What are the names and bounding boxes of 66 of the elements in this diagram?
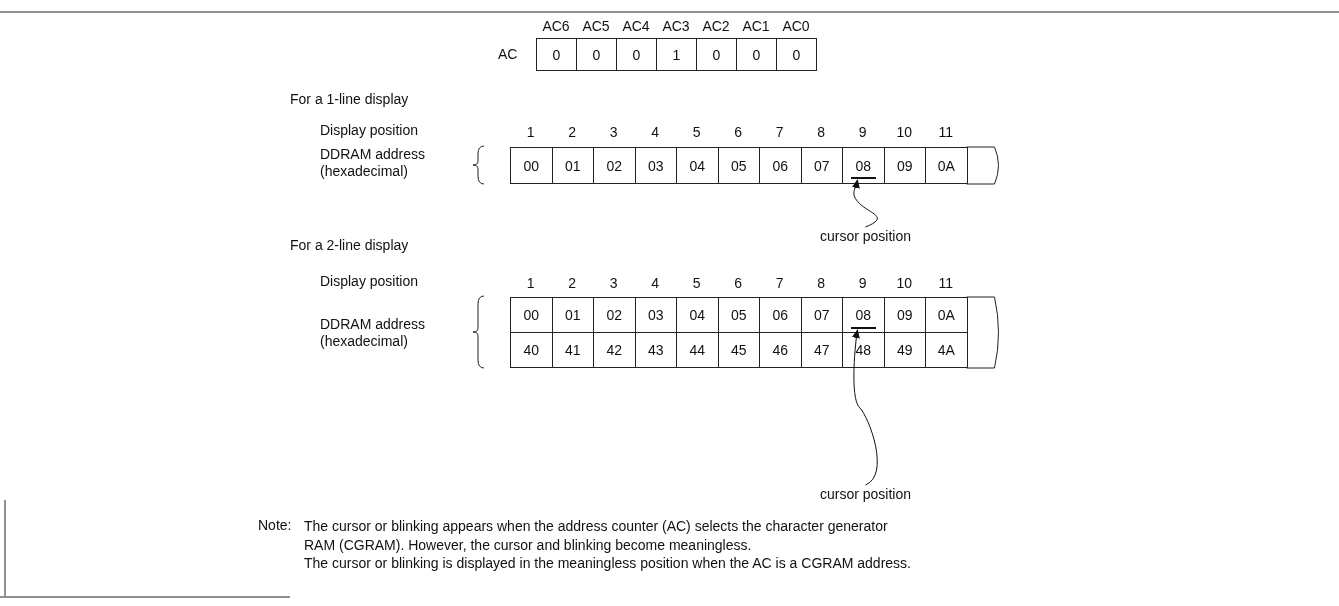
position-number: 2	[568, 275, 577, 292]
bit-value: 0	[696, 38, 737, 71]
bit-label: AC1	[742, 18, 770, 35]
bit-label: AC6	[542, 18, 570, 35]
position-number: 10	[896, 124, 913, 141]
address-cell: 09	[883, 147, 926, 184]
position-number: 6	[734, 275, 743, 292]
bit-value: 0	[736, 38, 777, 71]
row-label: Display position	[320, 122, 419, 139]
address-cell: 0A	[925, 147, 968, 184]
position-number: 11	[938, 275, 953, 292]
bit-value: 0	[616, 38, 657, 71]
bit-value: 0	[536, 38, 577, 71]
position-number: 11	[938, 124, 953, 141]
address-cell: 4A	[925, 332, 968, 368]
position-number: 8	[817, 275, 826, 292]
note-text: The cursor or blinking is displayed in the meaningless position when the AC is a CGRAM address.	[304, 555, 911, 572]
address-cell: 06	[759, 147, 802, 184]
note-label: Note:	[258, 517, 292, 534]
position-number: 6	[734, 124, 743, 141]
leader-text: cursor position	[820, 486, 912, 503]
bit-value: 1	[656, 38, 697, 71]
position-number: 9	[858, 275, 867, 292]
position-number: 3	[609, 275, 618, 292]
position-number: 5	[692, 275, 701, 292]
position-number: 7	[775, 124, 784, 141]
position-number: 10	[896, 275, 913, 292]
leader-line	[852, 329, 878, 486]
address-cell: 0A	[925, 297, 968, 333]
cursor-underline	[851, 177, 876, 179]
section-heading: For a 2-line display	[290, 237, 409, 254]
register-label: AC	[498, 46, 518, 63]
position-number: 4	[651, 124, 660, 141]
row-label: DDRAM address (hexadecimal)	[320, 316, 427, 350]
bit-label: AC3	[662, 18, 690, 35]
address-cell: 00	[510, 297, 553, 333]
address-cell: 40	[510, 332, 553, 368]
section-heading: For a 1-line display	[290, 91, 409, 108]
position-number: 2	[568, 124, 577, 141]
address-cell: 08	[842, 147, 885, 184]
row-label: Display position	[320, 273, 419, 290]
position-number: 3	[609, 124, 618, 141]
bit-label: AC0	[782, 18, 810, 35]
position-number: 1	[526, 275, 535, 292]
bit-label: AC5	[582, 18, 610, 35]
position-number: 7	[775, 275, 784, 292]
position-number: 5	[692, 124, 701, 141]
address-cell: 02	[593, 147, 636, 184]
bit-value: 0	[776, 38, 817, 71]
address-cell: 04	[676, 147, 719, 184]
position-number: 9	[858, 124, 867, 141]
address-cell: 07	[800, 147, 843, 184]
address-cell: 00	[510, 147, 553, 184]
position-number: 4	[651, 275, 660, 292]
address-cell: 05	[717, 147, 760, 184]
bit-value: 0	[576, 38, 617, 71]
bit-label: AC2	[702, 18, 730, 35]
leader-text: cursor position	[820, 228, 912, 245]
position-number: 8	[817, 124, 826, 141]
address-cell: 03	[634, 147, 677, 184]
address-cell: 01	[551, 147, 594, 184]
bit-label: AC4	[622, 18, 650, 35]
note-text: The cursor or blinking appears when the address counter (AC) selects the character generator RAM (CGRAM). However, the cursor and blinking become meaningless.	[304, 517, 889, 555]
position-number: 1	[526, 124, 535, 141]
cursor-underline	[851, 327, 876, 329]
row-label: DDRAM address (hexadecimal)	[320, 146, 427, 180]
